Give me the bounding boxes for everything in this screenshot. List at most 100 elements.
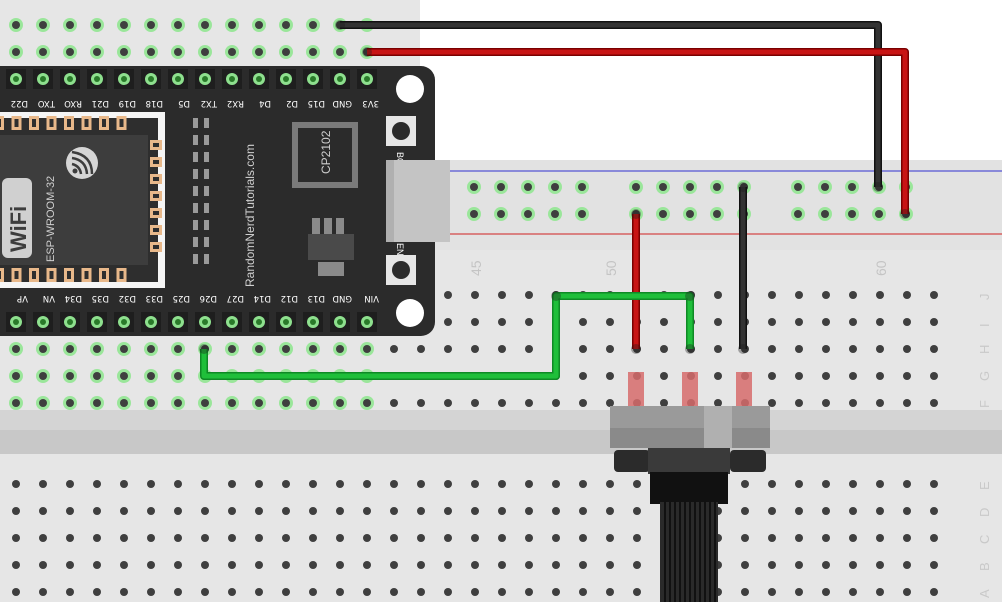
row-letter-a: A — [977, 589, 992, 598]
cp2102-chip: CP2102 — [292, 122, 358, 188]
breadboard-hole — [120, 507, 128, 515]
breadboard-hole — [363, 507, 371, 515]
breadboard-hole — [66, 480, 74, 488]
breadboard-hole — [849, 534, 857, 542]
module-pad — [11, 116, 22, 130]
pin-label-3v3: 3V3 — [362, 98, 379, 108]
breadboard-hole — [63, 18, 77, 32]
breadboard-hole — [36, 45, 50, 59]
breadboard-hole — [144, 45, 158, 59]
breadboard-hole — [9, 45, 23, 59]
breadboard-hole — [552, 534, 560, 542]
header-pin — [114, 69, 134, 89]
row-letter-c: C — [977, 535, 992, 544]
breadboard-hole — [768, 291, 776, 299]
wires — [200, 21, 909, 380]
breadboard-hole — [498, 399, 506, 407]
module-pad — [64, 268, 74, 282]
breadboard-hole — [9, 18, 23, 32]
pin-label-d13: D13 — [308, 293, 325, 303]
breadboard-hole — [903, 480, 911, 488]
breadboard-hole — [12, 480, 20, 488]
pin-label-rx2: RX2 — [227, 98, 244, 108]
breadboard-hole — [90, 18, 104, 32]
module-pad — [116, 116, 127, 130]
breadboard-hole — [849, 318, 857, 326]
wifi-logo: WiFi — [2, 178, 32, 258]
breadboard-hole — [903, 372, 911, 380]
breadboard-hole — [66, 588, 74, 596]
breadboard-hole — [876, 291, 884, 299]
module-pad — [150, 174, 162, 184]
breadboard-hole — [548, 207, 562, 221]
breadboard-hole — [120, 561, 128, 569]
pin-label-d35: D35 — [92, 293, 109, 303]
breadboard-hole — [228, 534, 236, 542]
header-pin — [87, 69, 107, 89]
breadboard-hole — [768, 399, 776, 407]
en-button[interactable]: EN — [386, 243, 416, 285]
breadboard-hole — [525, 345, 533, 353]
breadboard-hole — [822, 345, 830, 353]
breadboard-hole — [872, 207, 886, 221]
breadboard-hole — [471, 291, 479, 299]
breadboard-hole — [714, 291, 722, 299]
header-pin — [357, 69, 377, 89]
breadboard-hole — [930, 480, 938, 488]
breadboard-hole — [849, 291, 857, 299]
breadboard-hole — [822, 480, 830, 488]
breadboard-hole — [279, 45, 293, 59]
breadboard-hole — [633, 507, 641, 515]
breadboard-hole — [660, 372, 668, 380]
breadboard-hole — [12, 588, 20, 596]
breadboard-hole — [336, 534, 344, 542]
breadboard-hole — [710, 180, 724, 194]
module-pad — [46, 116, 57, 130]
wire-endpoint — [873, 182, 883, 192]
pin-label-d26: D26 — [200, 293, 217, 303]
breadboard-hole — [498, 318, 506, 326]
breadboard-hole — [521, 180, 535, 194]
module-pad — [99, 116, 109, 130]
breadboard-hole — [498, 534, 506, 542]
breadboard-hole — [768, 561, 776, 569]
column-number-45: 45 — [468, 260, 484, 276]
esp-wroom-32-module: WiFi ESP-WROOM-32 — [0, 112, 165, 288]
pin-label-d33: D33 — [146, 293, 163, 303]
breadboard-hole — [845, 207, 859, 221]
breadboard-hole — [552, 561, 560, 569]
breadboard-hole — [795, 561, 803, 569]
breadboard-hole — [471, 588, 479, 596]
breadboard-hole — [683, 180, 697, 194]
breadboard-hole — [201, 561, 209, 569]
breadboard-hole — [876, 561, 884, 569]
breadboard-hole — [228, 480, 236, 488]
breadboard-hole — [93, 561, 101, 569]
breadboard-hole — [575, 207, 589, 221]
breadboard-hole — [552, 588, 560, 596]
breadboard-hole — [90, 369, 104, 383]
wire-endpoint — [738, 344, 748, 354]
breadboard-hole — [93, 507, 101, 515]
breadboard-hole — [552, 480, 560, 488]
breadboard-hole — [390, 534, 398, 542]
breadboard-hole — [90, 45, 104, 59]
breadboard-hole — [525, 480, 533, 488]
breadboard-hole — [390, 345, 398, 353]
row-letter-j: J — [977, 294, 992, 301]
breadboard-hole — [822, 291, 830, 299]
potentiometer — [610, 372, 770, 602]
breadboard-hole — [876, 480, 884, 488]
breadboard-hole — [498, 480, 506, 488]
breadboard-hole — [255, 561, 263, 569]
breadboard-hole — [147, 588, 155, 596]
module-pad — [46, 268, 57, 282]
breadboard-hole — [795, 372, 803, 380]
header-pin — [303, 312, 323, 332]
breadboard-hole — [174, 507, 182, 515]
breadboard-hole — [525, 318, 533, 326]
breadboard-hole — [498, 561, 506, 569]
breadboard-hole — [12, 507, 20, 515]
pin-label-txo: TXO — [38, 98, 56, 108]
